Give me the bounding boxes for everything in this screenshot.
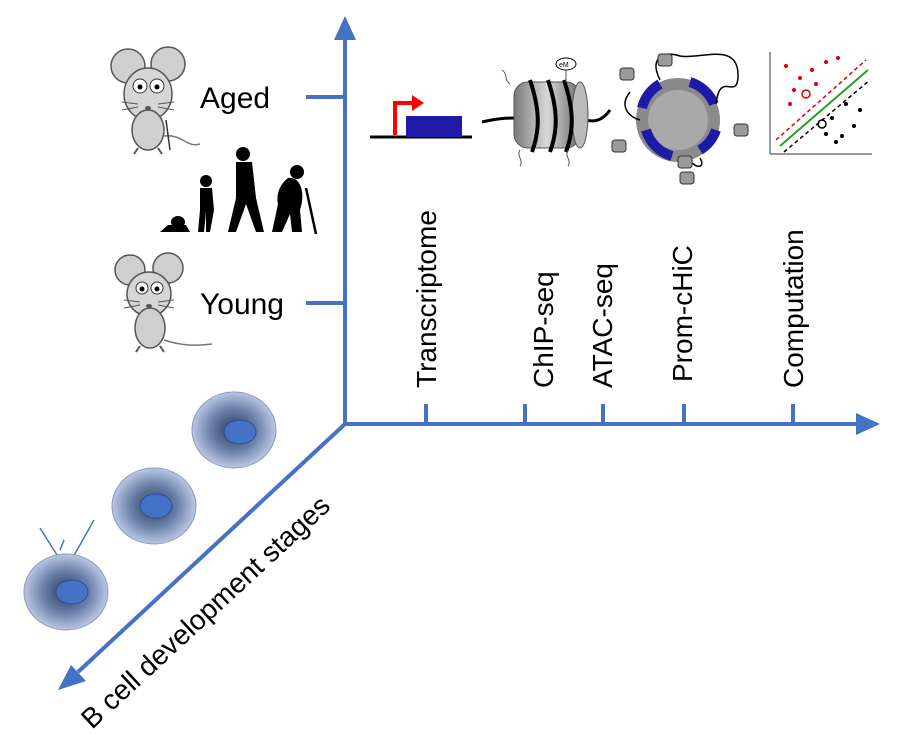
aged-mouse-icon [110,46,201,155]
human-aging-silhouettes-icon [160,147,318,235]
label-computation: Computation [778,229,809,388]
b-cell-stage-2 [111,467,197,545]
label-atac-seq: ATAC-seq [587,263,618,388]
b-cell-stage-3 [191,391,277,469]
nucleosome-histone-mark-icon: eM [481,57,612,167]
horizontal-axis-arrowhead [856,413,880,435]
vertical-axis-arrowhead [334,16,356,40]
chromatin-loop-icon [611,53,749,185]
svg-text:eM: eM [559,62,569,69]
b-cell-stage-1 [23,519,109,631]
young-mouse-icon [114,252,213,353]
label-transcriptome: Transcriptome [411,210,442,388]
scatter-plot-classifier-icon [769,52,872,155]
diagonal-axis-arrowhead [58,665,86,690]
label-young: Young [200,288,284,321]
axes [58,16,880,690]
gene-transcription-arrow-icon [370,95,472,139]
label-aged: Aged [200,82,270,115]
label-chip-seq: ChIP-seq [528,271,559,388]
label-prom-chic: Prom-cHiC [667,245,698,382]
label-b-cell-stages: B cell development stages [75,490,336,735]
diagonal-axis [76,422,347,674]
